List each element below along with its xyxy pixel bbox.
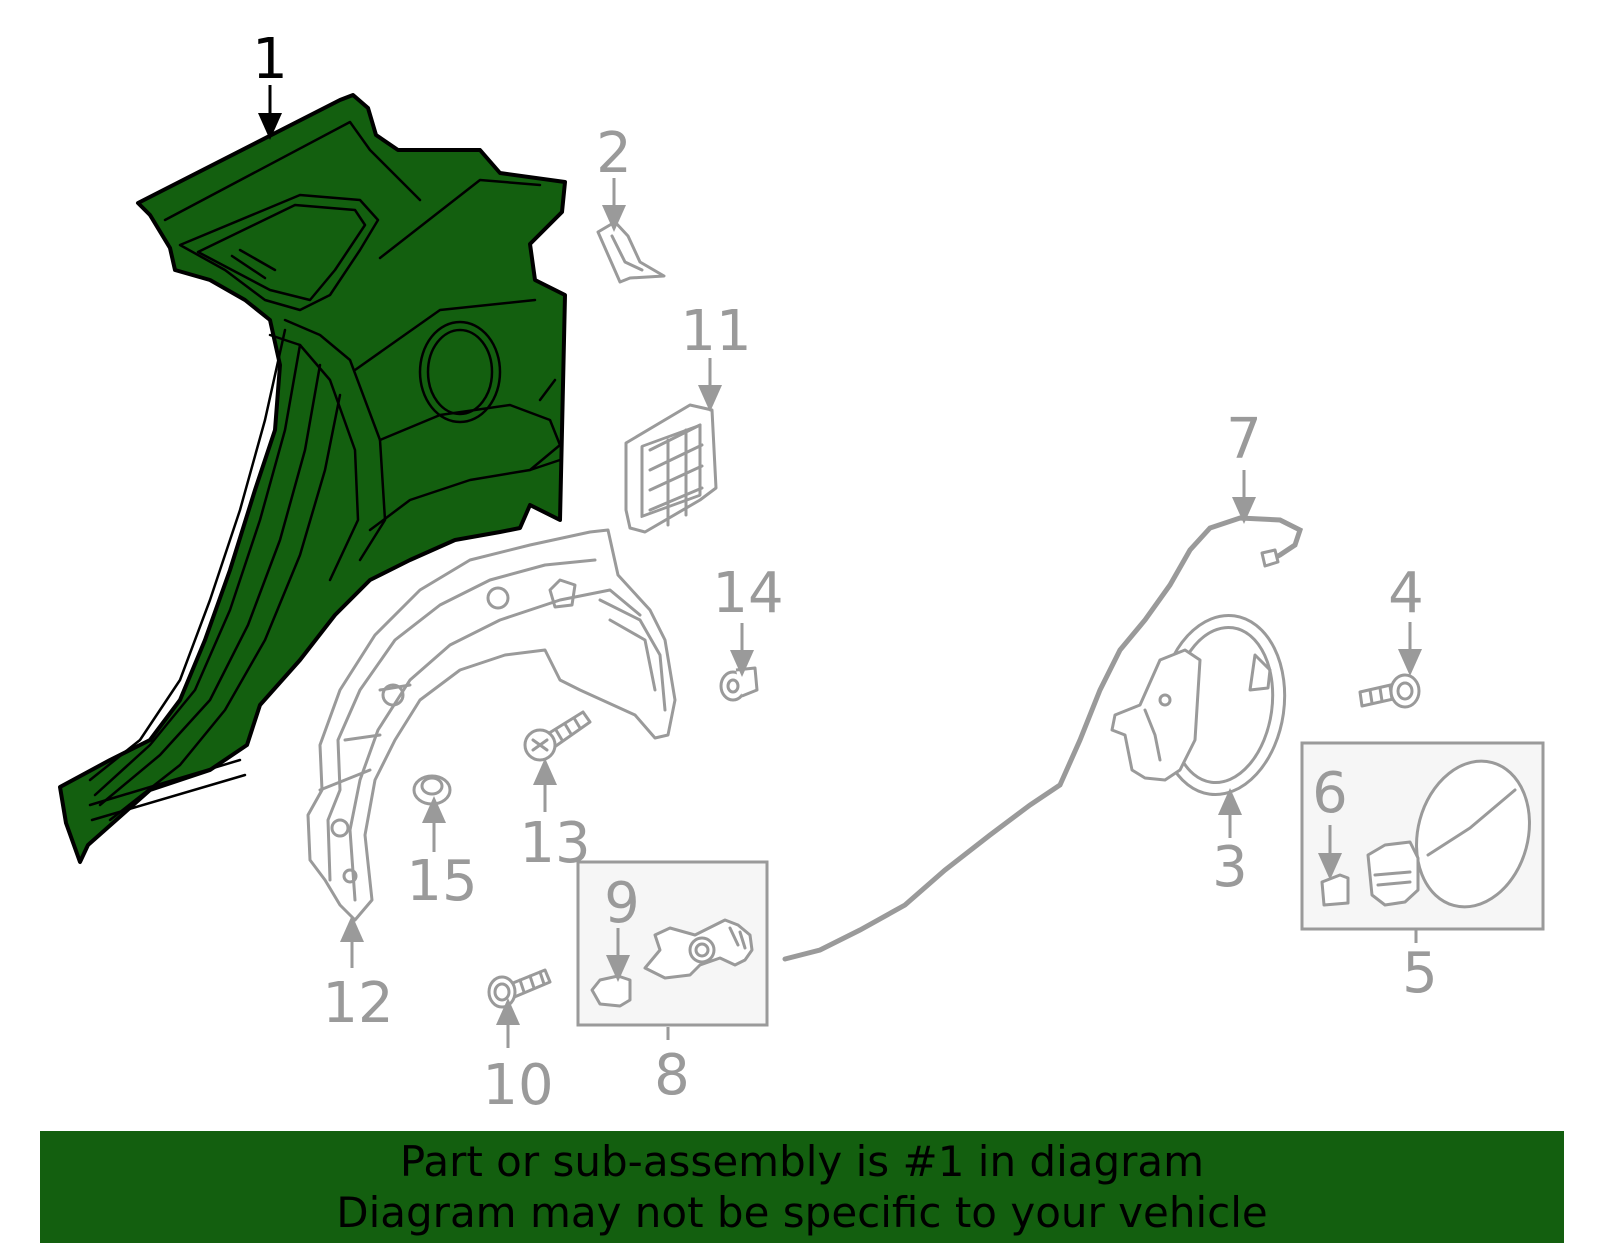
callout-6[interactable]: 6 <box>1312 761 1348 826</box>
callout-1[interactable]: 1 <box>252 27 288 92</box>
part-2-bracket[interactable] <box>596 220 666 284</box>
callout-9[interactable]: 9 <box>604 871 640 936</box>
part-12-wheelhouse-liner[interactable] <box>306 528 677 922</box>
callout-13[interactable]: 13 <box>519 811 590 876</box>
part-5-fuel-door-assembly[interactable] <box>1300 741 1545 931</box>
part-13-screw[interactable] <box>523 710 592 762</box>
callout-3[interactable]: 3 <box>1212 835 1248 900</box>
callout-10[interactable]: 10 <box>482 1053 553 1118</box>
parts-diagram: 1 2 11 14 7 4 6 3 5 9 13 15 12 10 8 <box>58 27 1545 1118</box>
callout-7[interactable]: 7 <box>1226 407 1262 472</box>
callout-4[interactable]: 4 <box>1388 561 1424 626</box>
banner-line-1: Part or sub-assembly is #1 in diagram <box>399 1137 1205 1186</box>
part-15-nut[interactable] <box>412 774 452 806</box>
callout-11[interactable]: 11 <box>680 299 751 364</box>
part-4-bolt[interactable] <box>1358 673 1421 709</box>
callout-14[interactable]: 14 <box>712 561 783 626</box>
info-banner: Part or sub-assembly is #1 in diagram Di… <box>40 1131 1564 1243</box>
part-10-bolt[interactable] <box>487 968 552 1009</box>
callout-12[interactable]: 12 <box>322 971 393 1036</box>
callout-2[interactable]: 2 <box>596 121 632 186</box>
part-7-release-cable[interactable] <box>782 515 1304 962</box>
part-1-quarter-panel[interactable] <box>58 93 567 864</box>
part-8-fuel-door-actuator-kit[interactable] <box>576 860 769 1027</box>
callout-5[interactable]: 5 <box>1402 941 1438 1006</box>
part-11-air-vent[interactable] <box>624 403 718 534</box>
banner-line-2: Diagram may not be specific to your vehi… <box>336 1188 1268 1237</box>
part-14-clip[interactable] <box>719 666 759 702</box>
part-3-fuel-filler-housing[interactable] <box>1110 607 1296 803</box>
callout-8[interactable]: 8 <box>654 1043 690 1108</box>
callout-15[interactable]: 15 <box>406 849 477 914</box>
